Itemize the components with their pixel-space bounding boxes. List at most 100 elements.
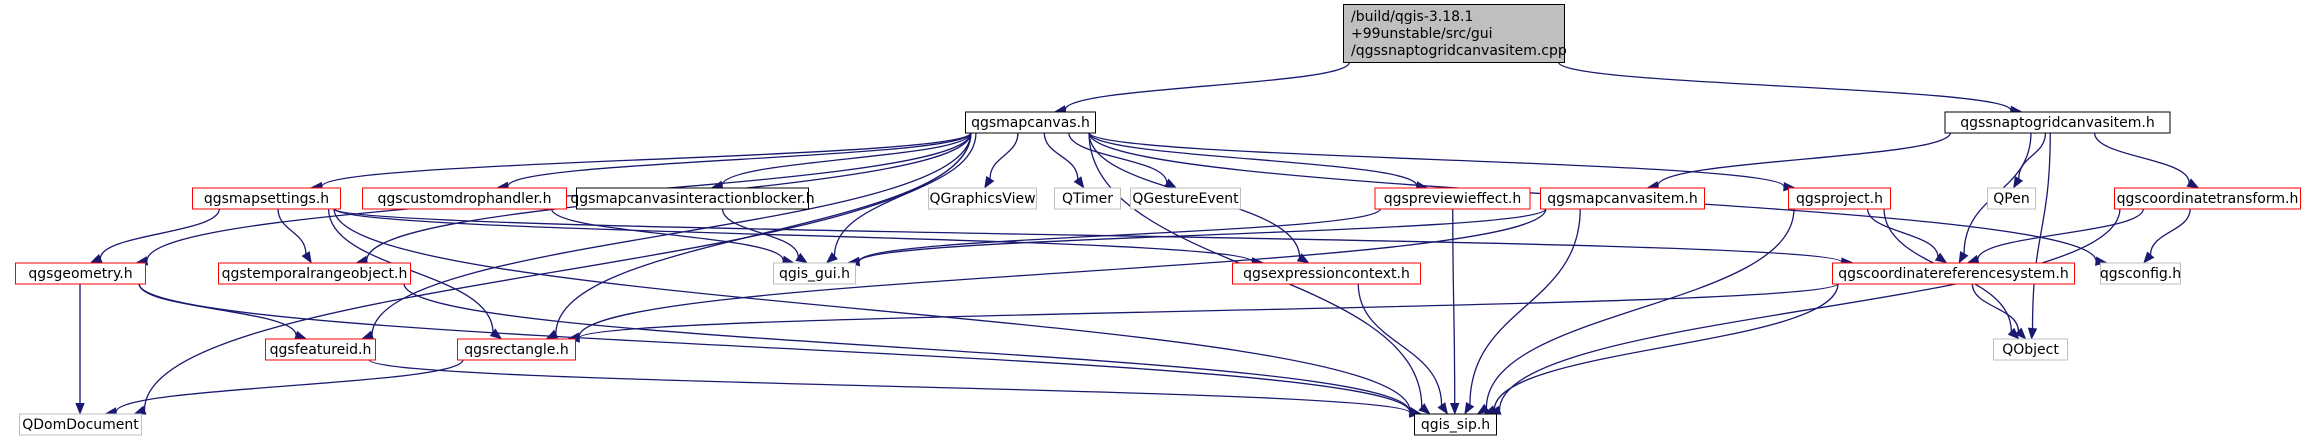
edge-arrowhead — [1476, 403, 1490, 415]
node-box — [15, 262, 146, 285]
edge-arrowhead — [1449, 402, 1460, 415]
node-label: qgsrectangle.h — [464, 342, 568, 358]
node-label: qgscustomdrophandler.h — [378, 191, 552, 207]
node-label: qgsgeometry.h — [28, 266, 132, 282]
node-box — [19, 413, 142, 436]
edge-3 — [507, 132, 972, 187]
edge-arrowhead — [1296, 253, 1310, 264]
node-box — [1374, 187, 1531, 210]
node-qgsmapsettings[interactable]: qgsmapsettings.h — [192, 187, 341, 210]
edge-arrowhead — [1464, 402, 1475, 415]
node-qgis-gui[interactable]: qgis_gui.h — [773, 262, 856, 285]
node-qgraphicsview[interactable]: QGraphicsView — [928, 187, 1037, 210]
node-box — [1540, 187, 1705, 210]
node-label: qgis_gui.h — [779, 266, 850, 282]
node-qgsmapcanvas[interactable]: qgsmapcanvas.h — [965, 111, 1096, 134]
node-box — [1232, 262, 1421, 285]
edge-37 — [1866, 208, 1939, 257]
node-box — [1054, 187, 1121, 210]
node-box — [362, 187, 567, 210]
edge-6 — [1043, 132, 1079, 180]
node-box — [576, 187, 809, 210]
node-box — [1944, 111, 2171, 134]
edge-0 — [1064, 61, 1351, 111]
node-qgscustomdrophandler[interactable]: qgscustomdrophandler.h — [362, 187, 567, 210]
edge-arrowhead — [795, 252, 808, 264]
edge-7 — [1068, 132, 1168, 184]
edge-29 — [333, 208, 1411, 412]
node-label: qgsproject.h — [1796, 191, 1883, 207]
node-box — [1993, 338, 2068, 361]
node-label: qgsmapcanvasitem.h — [1547, 191, 1697, 207]
edge-arrowhead — [1418, 403, 1431, 415]
node-box — [457, 338, 576, 361]
edge-arrowhead — [89, 254, 103, 264]
nodes-layer: /build/qgis-3.18.1 +99unstable/src/gui /… — [15, 4, 2301, 436]
node-qgsmapcanvasinteractionblocker[interactable]: qgsmapcanvasinteractionblocker.h — [570, 187, 815, 210]
node-qobject[interactable]: QObject — [1993, 338, 2068, 361]
node-box — [192, 187, 341, 210]
node-label: qgspreviewieffect.h — [1384, 191, 1522, 207]
edge-34 — [858, 207, 1547, 263]
node-label: QDomDocument — [22, 417, 139, 433]
node-qgstemporalrangeobject[interactable]: qgstemporalrangeobject.h — [218, 262, 411, 285]
edge-48 — [578, 282, 1839, 339]
edge-40 — [1977, 208, 2145, 260]
root-node[interactable]: /build/qgis-3.18.1 +99unstable/src/gui /… — [1343, 4, 1567, 63]
node-box — [265, 338, 376, 361]
node-qgestureevent[interactable]: QGestureEvent — [1130, 187, 1241, 210]
node-label: qgscoordinatereferencesystem.h — [1838, 266, 2069, 282]
node-qgsconfig[interactable]: qgsconfig.h — [2100, 262, 2181, 285]
node-qgis-sip[interactable]: qgis_sip.h — [1414, 413, 1497, 436]
node-qgsexpressioncontext[interactable]: qgsexpressioncontext.h — [1232, 262, 1421, 285]
node-label: qgsmapcanvas.h — [971, 115, 1090, 131]
edge-23 — [2031, 132, 2051, 329]
edge-30 — [550, 208, 784, 261]
edge-41 — [2149, 208, 2191, 255]
node-qgsrectangle[interactable]: qgsrectangle.h — [457, 338, 576, 361]
edge-arrowhead — [825, 252, 838, 264]
node-box — [2100, 262, 2181, 285]
node-qpen[interactable]: QPen — [1987, 187, 2036, 210]
edge-arrowhead — [2186, 178, 2200, 189]
edge-21 — [2093, 132, 2190, 183]
edge-9 — [1088, 131, 1785, 188]
edge-arrowhead — [2143, 251, 2155, 264]
edge-35 — [578, 208, 1547, 338]
edge-52 — [115, 359, 464, 413]
edge-19 — [1657, 132, 1952, 186]
edge-arrowhead — [1934, 252, 1948, 264]
edge-1 — [1557, 61, 2012, 112]
edge-28 — [333, 207, 1843, 263]
edge-32 — [858, 207, 1382, 263]
edge-31 — [721, 208, 799, 258]
node-label: qgscoordinatetransform.h — [2117, 191, 2299, 207]
edge-arrowhead — [1966, 254, 1980, 264]
node-qdomdocument[interactable]: QDomDocument — [19, 413, 142, 436]
node-label: qgsexpressioncontext.h — [1243, 266, 1410, 282]
edge-49 — [1971, 283, 2020, 332]
node-label: qgsconfig.h — [2100, 266, 2181, 282]
node-label: QGestureEvent — [1132, 191, 1239, 207]
node-box — [1130, 187, 1241, 210]
edge-45 — [138, 283, 1411, 413]
node-qgscoordinatetransform[interactable]: qgscoordinatetransform.h — [2114, 187, 2301, 210]
node-qgsproject[interactable]: qgsproject.h — [1788, 187, 1891, 210]
edge-8 — [1088, 132, 1418, 187]
node-qgsfeatureid[interactable]: qgsfeatureid.h — [265, 338, 376, 361]
node-box — [773, 262, 856, 285]
edge-arrowhead — [984, 176, 995, 189]
root-label-line-1: /build/qgis-3.18.1 — [1351, 9, 1473, 25]
edge-arrowhead — [2014, 327, 2027, 340]
node-qgscoordinatereferencesystem[interactable]: qgscoordinatereferencesystem.h — [1832, 262, 2075, 285]
edge-50 — [1493, 283, 1839, 411]
node-qgssnaptogridcanvasitem[interactable]: qgssnaptogridcanvasitem.h — [1944, 111, 2171, 134]
node-qgsmapcanvasitem[interactable]: qgsmapcanvasitem.h — [1540, 187, 1705, 210]
node-qtimer[interactable]: QTimer — [1054, 187, 1121, 210]
root-label-line-3: /qgssnaptogridcanvasitem.cpp — [1351, 43, 1567, 59]
node-qgsgeometry[interactable]: qgsgeometry.h — [15, 262, 146, 285]
edge-18 — [143, 132, 972, 411]
node-qgspreviewieffect[interactable]: qgspreviewieffect.h — [1374, 187, 1531, 210]
node-box — [218, 262, 411, 285]
